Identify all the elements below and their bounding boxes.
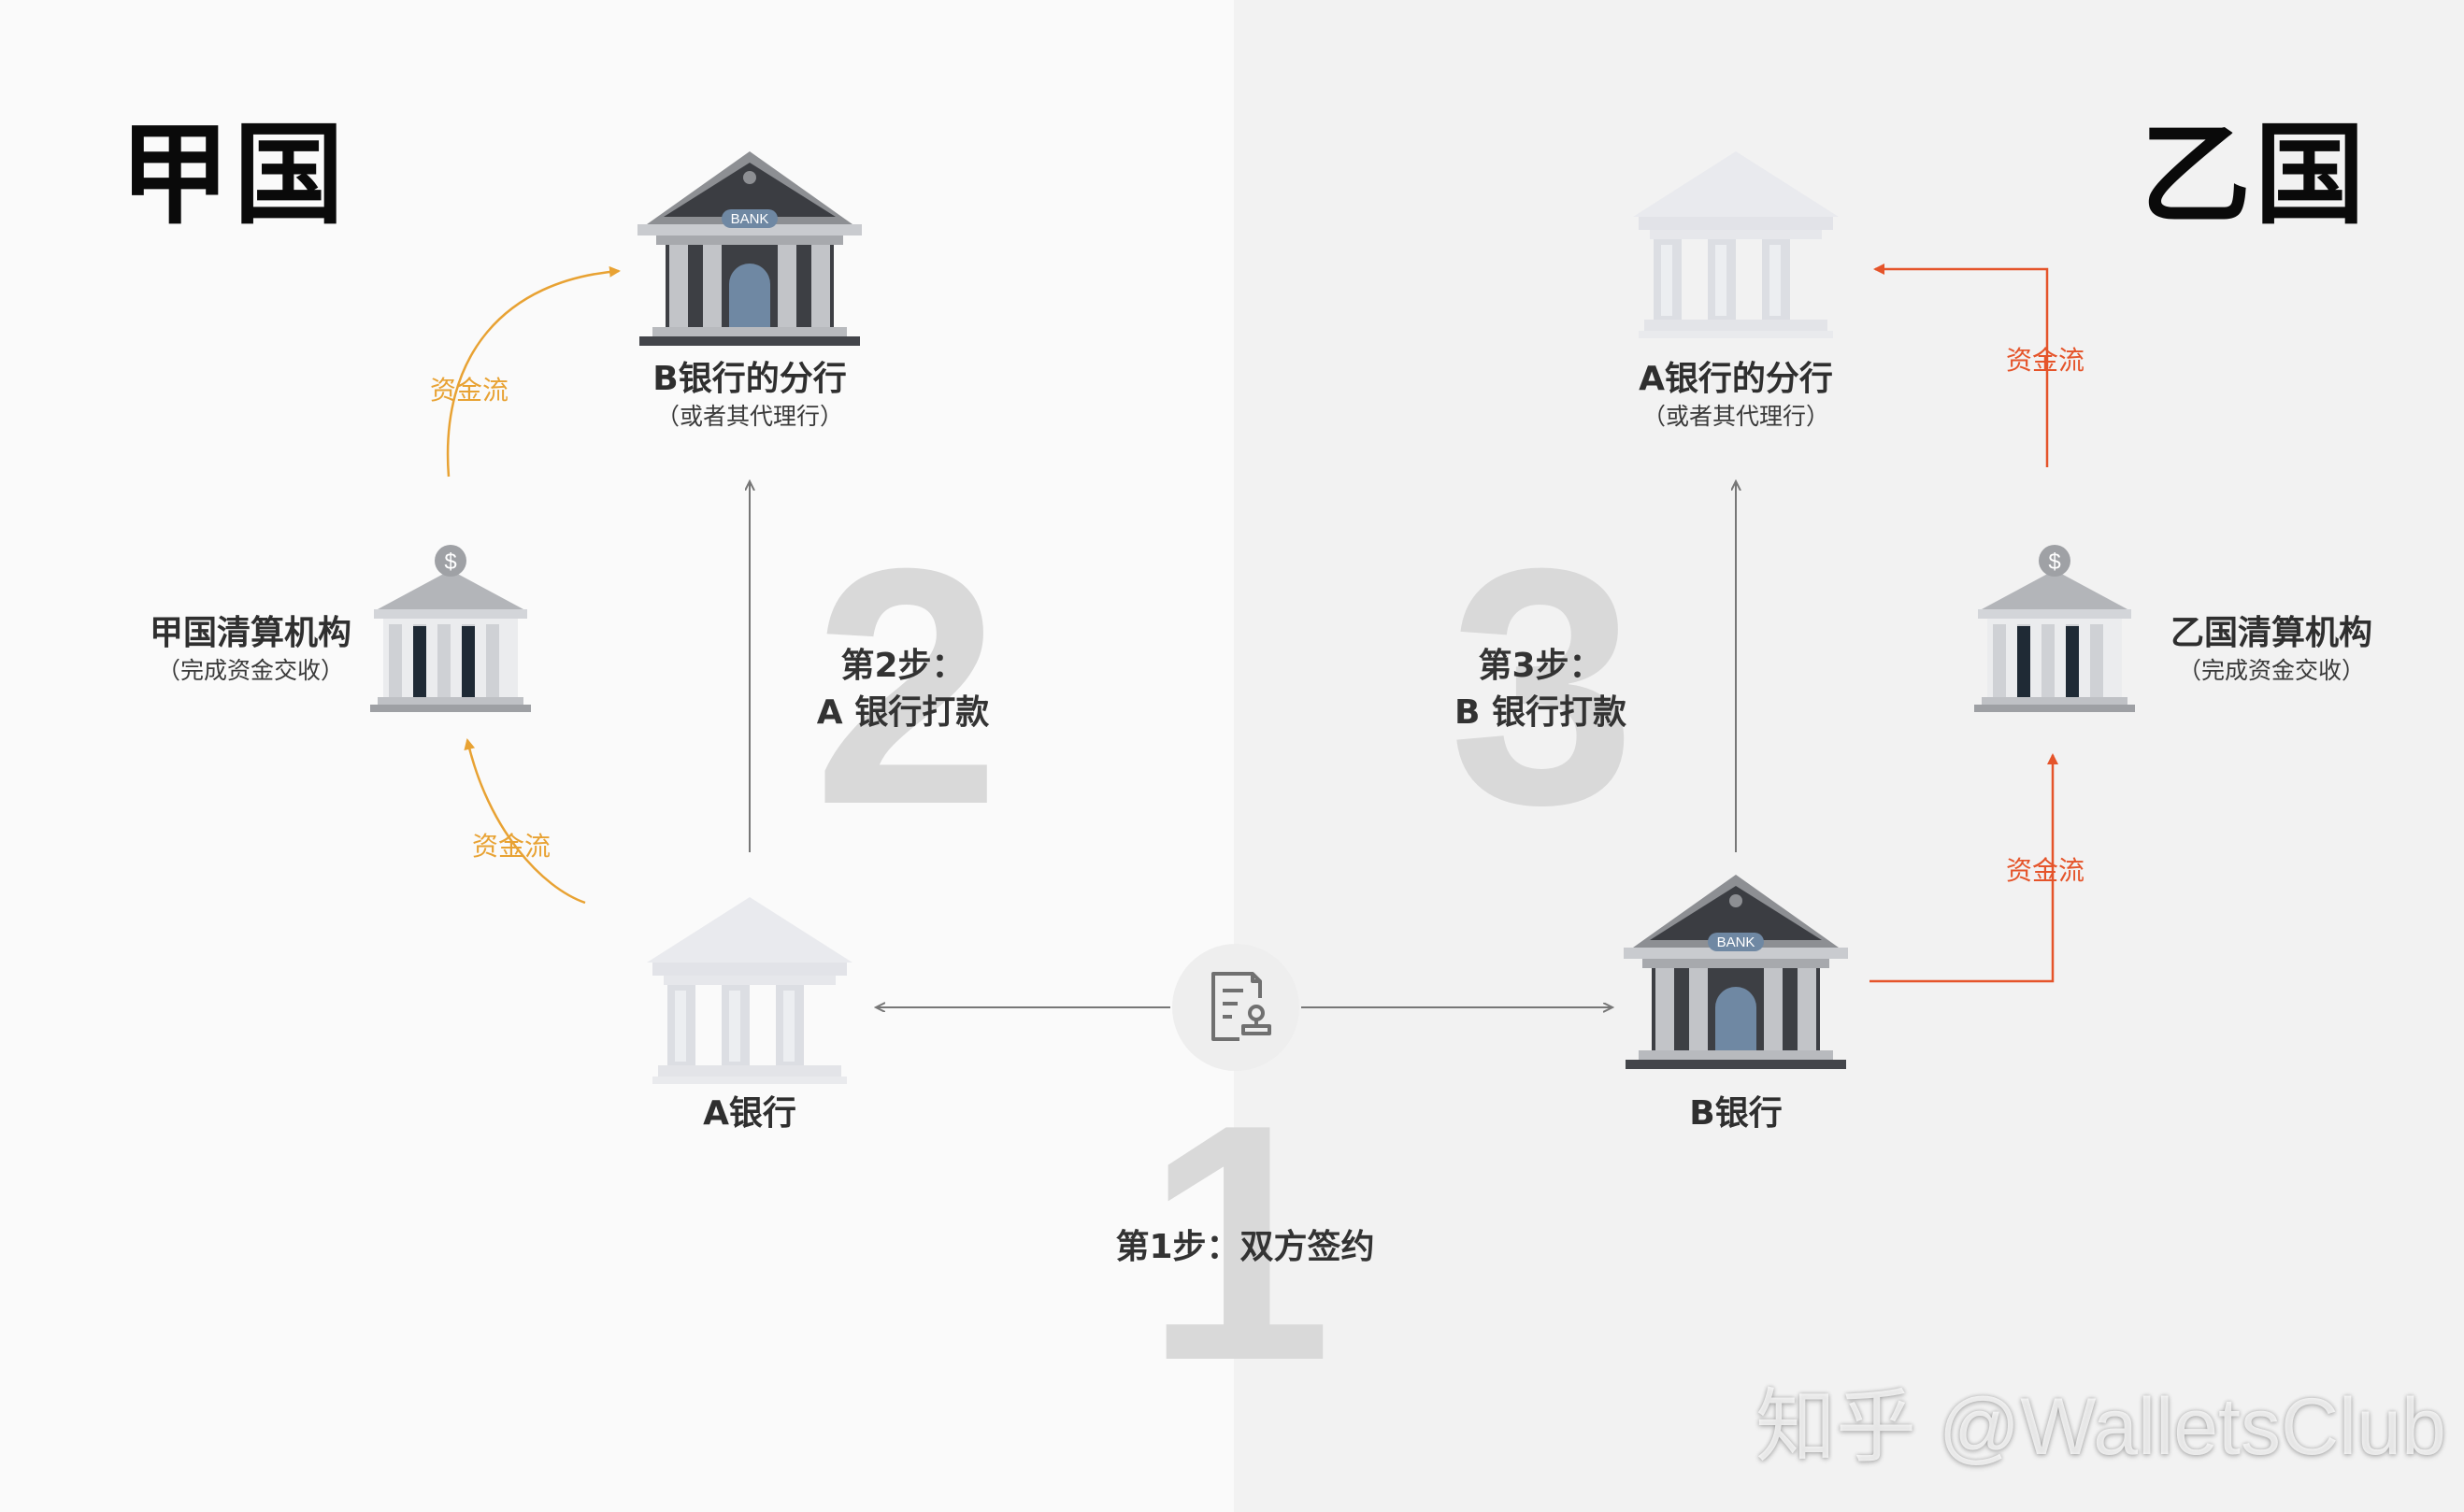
step-2-number: 2	[813, 499, 1001, 875]
svg-text:BANK: BANK	[731, 211, 769, 227]
step-3-description: B 银行打款	[1454, 693, 1626, 733]
right-flow-top-label: 资金流	[2006, 345, 2085, 376]
a-branch-sublabel: （或者其代理行）	[1641, 403, 1829, 430]
watermark-text: 知乎 @WalletsClub	[1755, 1382, 2446, 1472]
left-clearing-dollar-sign: $	[444, 549, 456, 575]
left-clearing-sublabel: （完成资金交收）	[156, 657, 344, 684]
right-clearing-sublabel: （完成资金交收）	[2177, 657, 2365, 684]
left-country-title: 甲国	[120, 110, 349, 239]
b-bank-label: B银行	[1689, 1094, 1783, 1133]
left-clearing-label: 甲国清算机构	[149, 614, 351, 652]
b-branch-label: B银行的分行	[652, 360, 847, 398]
a-bank-icon	[647, 897, 852, 1084]
b-branch-bank-sign: BANK	[722, 209, 778, 228]
b-bank-icon	[1624, 875, 1848, 1069]
left-country-panel	[0, 0, 1234, 1512]
left-flow-bottom-arrow	[464, 738, 586, 905]
b-branch-bank-icon	[637, 151, 862, 346]
left-flow-bottom-label: 资金流	[472, 831, 552, 862]
right-clearing-label: 乙国清算机构	[2170, 614, 2372, 652]
step-2-text: 第2步： A 银行打款	[763, 643, 1043, 737]
b-branch-sublabel: （或者其代理行）	[655, 403, 843, 430]
step-2-description: A 银行打款	[816, 693, 990, 733]
right-clearing-dollar-sign: $	[2048, 549, 2060, 575]
svg-text:BANK: BANK	[1717, 934, 1755, 950]
a-branch-label: A银行的分行	[1639, 360, 1833, 398]
step-2-title: 第2步：	[840, 647, 966, 685]
left-flow-top-arrow	[446, 265, 621, 478]
right-flow-bottom-label: 资金流	[2006, 855, 2085, 886]
right-flow-top-arrow	[1873, 264, 2049, 467]
a-bank-label: A银行	[703, 1094, 796, 1133]
right-country-panel	[1234, 0, 2464, 1512]
step-1-number: 1	[1145, 1055, 1333, 1431]
right-flow-bottom-arrow	[1869, 753, 2058, 983]
right-country-title: 乙国	[2141, 110, 2370, 239]
step-3-title: 第3步：	[1478, 647, 1603, 685]
step-3-number: 3	[1449, 499, 1637, 875]
step-1-text: 第1步：双方签约	[1115, 1228, 1375, 1266]
left-flow-top-label: 资金流	[430, 375, 509, 406]
b-bank-sign: BANK	[1708, 933, 1764, 951]
step-3-text: 第3步： B 银行打款	[1400, 643, 1681, 737]
contract-stamp-icon	[1172, 944, 1299, 1071]
a-branch-bank-icon	[1633, 151, 1839, 338]
